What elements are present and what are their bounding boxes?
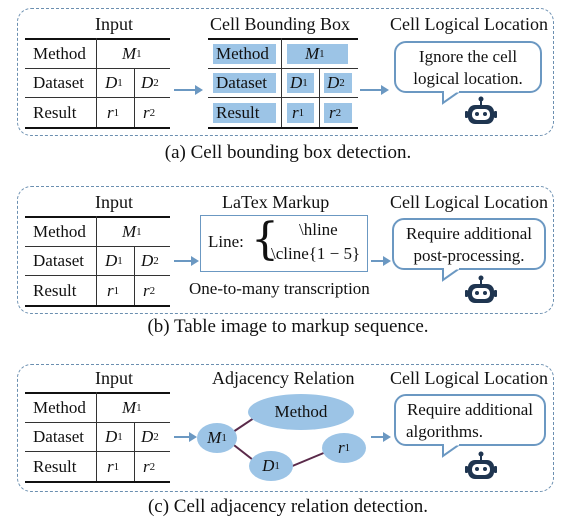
right-title-c: Cell Logical Location bbox=[390, 368, 548, 388]
markup-hline: \hline bbox=[299, 220, 338, 239]
cell-method-label: Method bbox=[33, 398, 86, 417]
right-title-b: Cell Logical Location bbox=[390, 192, 548, 212]
input-title-c: Input bbox=[95, 368, 133, 388]
cell-method-label: Method bbox=[33, 222, 86, 241]
cell-dataset-label: Dataset bbox=[33, 251, 84, 270]
cell-result-label: Result bbox=[33, 457, 77, 476]
bbox-dataset-label: Dataset bbox=[216, 73, 267, 92]
cell-result-label: Result bbox=[33, 281, 77, 300]
cell-result-label: Result bbox=[33, 103, 77, 122]
one-to-many-label: One-to-many transcription bbox=[189, 279, 370, 298]
arrow-right-icon bbox=[360, 85, 389, 95]
caption-c: (c) Cell adjacency relation detection. bbox=[147, 496, 429, 517]
caption-b: (b) Table image to markup sequence. bbox=[147, 316, 429, 337]
panel-b bbox=[17, 186, 554, 314]
mid-title-a: Cell Bounding Box bbox=[210, 14, 351, 34]
arrow-right-icon bbox=[174, 85, 203, 95]
robot-icon bbox=[465, 451, 497, 479]
node-method: Method bbox=[248, 394, 354, 430]
mid-title-b: LaTex Markup bbox=[222, 192, 330, 212]
markup-cline: \cline{1 − 5} bbox=[271, 244, 361, 263]
panel-c bbox=[17, 364, 554, 492]
speech-tail-c bbox=[442, 444, 462, 458]
bbox-result-label: Result bbox=[216, 103, 260, 122]
latex-markup-box: Line: { \hline \cline{1 − 5} bbox=[200, 214, 368, 272]
speech-bubble-b: Require additional post-processing. bbox=[392, 218, 546, 270]
line-label: Line: bbox=[208, 232, 244, 251]
input-title-b: Input bbox=[95, 192, 133, 212]
cell-dataset-label: Dataset bbox=[33, 73, 84, 92]
arrow-right-icon bbox=[371, 432, 391, 442]
caption-a: (a) Cell bounding box detection. bbox=[164, 142, 412, 163]
arrow-right-icon bbox=[174, 256, 199, 266]
arrow-right-icon bbox=[371, 256, 391, 266]
cell-dataset-label: Dataset bbox=[33, 427, 84, 446]
panel-a bbox=[17, 8, 554, 136]
robot-icon bbox=[465, 96, 497, 124]
cell-method-label: Method bbox=[33, 44, 86, 63]
input-title-a: Input bbox=[95, 14, 133, 34]
speech-bubble-c: Require additional algorithms. bbox=[394, 394, 546, 446]
arrow-right-icon bbox=[174, 432, 197, 442]
speech-tail-a bbox=[442, 91, 462, 105]
speech-bubble-a: Ignore the cell logical location. bbox=[394, 41, 542, 93]
robot-icon bbox=[465, 275, 497, 303]
brace-icon: { bbox=[251, 214, 279, 265]
speech-tail-b bbox=[442, 268, 462, 282]
mid-title-c: Adjacency Relation bbox=[212, 368, 355, 388]
right-title-a: Cell Logical Location bbox=[390, 14, 548, 34]
bbox-method-label: Method bbox=[216, 44, 269, 63]
